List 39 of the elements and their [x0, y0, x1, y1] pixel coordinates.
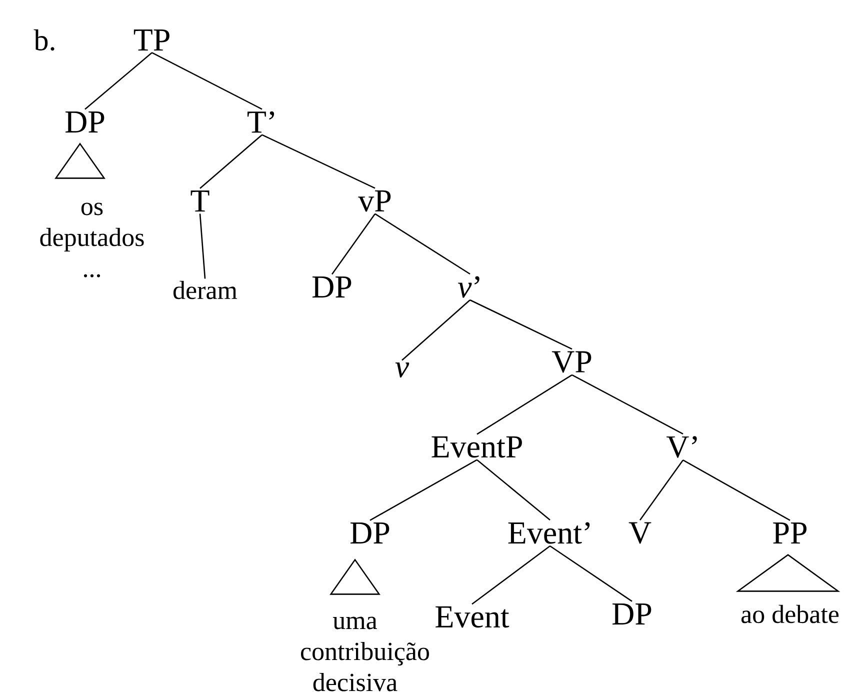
category-label: T’ — [247, 111, 274, 133]
word-label: deram — [173, 280, 238, 300]
word-label: ao debate — [741, 604, 839, 624]
branch-line — [550, 545, 632, 602]
example-label: b. — [34, 29, 54, 51]
branch-line — [639, 460, 684, 520]
branch-line — [84, 52, 152, 110]
category-label: v’ — [458, 276, 480, 298]
branch-line — [200, 134, 262, 189]
branch-line — [331, 213, 376, 275]
word-label: uma contribuição decisiva — [301, 616, 429, 692]
branch-line — [262, 134, 376, 189]
category-label: v — [395, 362, 410, 378]
category-label: Event — [436, 606, 510, 628]
branch-line — [374, 213, 470, 275]
branch-line — [472, 545, 550, 605]
category-label: EventP — [432, 436, 522, 458]
branch-line — [199, 214, 206, 279]
branch-line — [476, 459, 550, 520]
category-label: DP — [350, 522, 390, 544]
branch-line — [572, 374, 684, 434]
branch-line — [682, 460, 790, 521]
category-label: V — [628, 522, 652, 544]
category-label: V’ — [666, 436, 697, 458]
category-label: DP — [65, 112, 104, 132]
word-label: os deputados ... — [40, 202, 144, 278]
category-label: VP — [552, 351, 592, 373]
category-label: DP — [612, 603, 652, 624]
category-label: TP — [134, 30, 170, 50]
category-label: T — [190, 190, 210, 212]
branch-line — [152, 52, 262, 110]
branch-line — [370, 459, 478, 521]
branch-line — [476, 374, 572, 435]
branch-line — [402, 300, 470, 361]
category-label: PP — [773, 522, 807, 544]
category-label: vP — [358, 190, 391, 212]
category-label: Event’ — [508, 522, 590, 544]
branch-line — [470, 299, 572, 350]
category-label: DP — [312, 276, 352, 298]
